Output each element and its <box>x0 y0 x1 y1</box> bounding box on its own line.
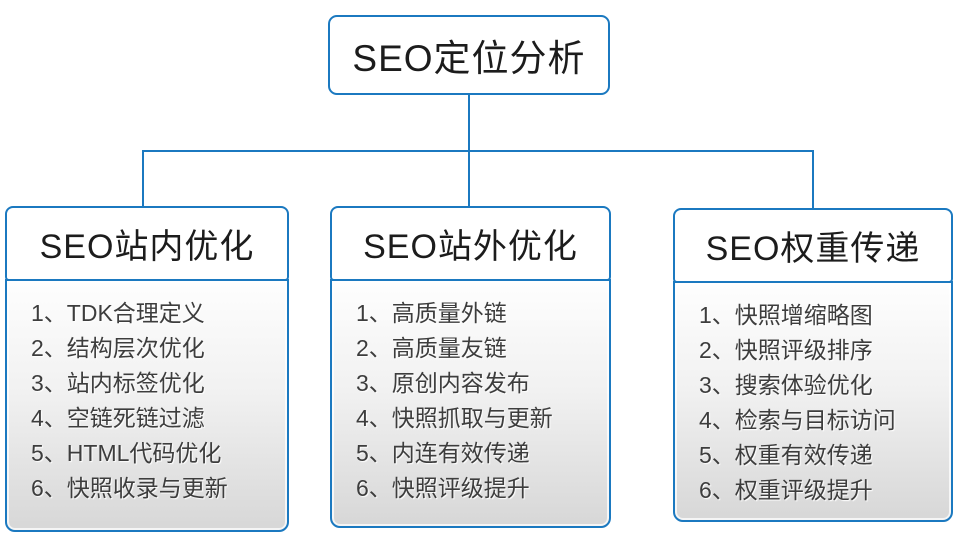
branch-offsite-list: 1、高质量外链 2、高质量友链 3、原创内容发布 4、快照抓取与更新 5、内连有… <box>356 296 609 506</box>
list-item: 6、快照评级提升 <box>356 475 530 501</box>
branch-offsite-optimization: SEO站外优化 1、高质量外链 2、高质量友链 3、原创内容发布 4、快照抓取与… <box>330 206 611 528</box>
root-node: SEO定位分析 <box>328 15 610 95</box>
branch-offsite-body: 1、高质量外链 2、高质量友链 3、原创内容发布 4、快照抓取与更新 5、内连有… <box>330 279 611 528</box>
list-item: 2、结构层次优化 <box>31 335 205 361</box>
list-item: 1、TDK合理定义 <box>31 300 205 326</box>
list-item: 5、HTML代码优化 <box>31 440 222 466</box>
list-item: 1、高质量外链 <box>356 300 507 326</box>
list-item: 2、快照评级排序 <box>699 337 873 363</box>
branch-onsite-optimization: SEO站内优化 1、TDK合理定义 2、结构层次优化 3、站内标签优化 4、空链… <box>5 206 289 532</box>
list-item: 5、权重有效传递 <box>699 442 873 468</box>
branch-offsite-title: SEO站外优化 <box>363 228 578 266</box>
branch-onsite-list: 1、TDK合理定义 2、结构层次优化 3、站内标签优化 4、空链死链过滤 5、H… <box>31 296 287 506</box>
branch-weight-transfer: SEO权重传递 1、快照增缩略图 2、快照评级排序 3、搜索体验优化 4、检索与… <box>673 208 953 522</box>
list-item: 4、空链死链过滤 <box>31 405 205 431</box>
list-item: 1、快照增缩略图 <box>699 302 873 328</box>
list-item: 6、快照收录与更新 <box>31 475 228 501</box>
list-item: 4、检索与目标访问 <box>699 407 896 433</box>
branch-weight-list: 1、快照增缩略图 2、快照评级排序 3、搜索体验优化 4、检索与目标访问 5、权… <box>699 298 951 508</box>
list-item: 6、权重评级提升 <box>699 477 873 503</box>
list-item: 5、内连有效传递 <box>356 440 530 466</box>
list-item: 3、搜索体验优化 <box>699 372 873 398</box>
branch-weight-title: SEO权重传递 <box>705 230 921 268</box>
branch-weight-header: SEO权重传递 <box>673 208 953 283</box>
branch-offsite-header: SEO站外优化 <box>330 206 611 281</box>
branch-onsite-body: 1、TDK合理定义 2、结构层次优化 3、站内标签优化 4、空链死链过滤 5、H… <box>5 279 289 532</box>
list-item: 3、原创内容发布 <box>356 370 530 396</box>
root-node-title: SEO定位分析 <box>352 38 586 79</box>
branch-onsite-header: SEO站内优化 <box>5 206 289 281</box>
branch-onsite-title: SEO站内优化 <box>39 228 255 266</box>
list-item: 2、高质量友链 <box>356 335 507 361</box>
list-item: 3、站内标签优化 <box>31 370 205 396</box>
list-item: 4、快照抓取与更新 <box>356 405 553 431</box>
branch-weight-body: 1、快照增缩略图 2、快照评级排序 3、搜索体验优化 4、检索与目标访问 5、权… <box>673 281 953 522</box>
